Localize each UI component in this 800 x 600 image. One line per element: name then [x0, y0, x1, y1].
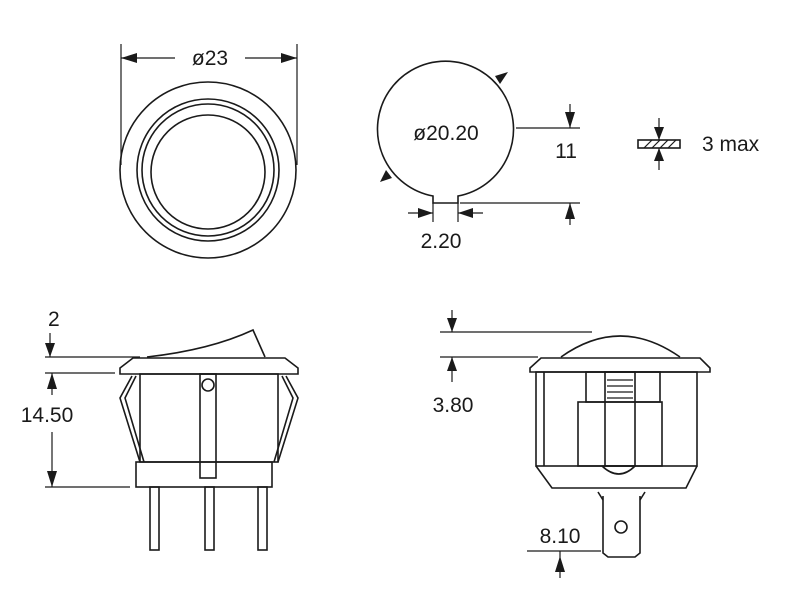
- body-height-label: 14.50: [21, 404, 74, 427]
- panel-thickness: 3 max: [637, 118, 760, 170]
- side-view: 2 14.50: [21, 308, 299, 551]
- rocker-height-label: 2: [48, 308, 60, 331]
- end-view: 3.80 8.10: [433, 310, 711, 578]
- diameter-20-20-label: ø20.20: [413, 122, 478, 145]
- dome-height-label: 3.80: [433, 394, 474, 417]
- terminal-length-label: 8.10: [540, 525, 581, 548]
- panel-cutout: ø20.20 11 2.20: [376, 60, 580, 253]
- thickness-label: 3 max: [702, 133, 760, 156]
- tab-width-label: 2.20: [421, 230, 462, 253]
- height-11-label: 11: [555, 140, 577, 163]
- diameter-23-label: ø23: [192, 47, 228, 70]
- front-view: ø23: [119, 44, 298, 259]
